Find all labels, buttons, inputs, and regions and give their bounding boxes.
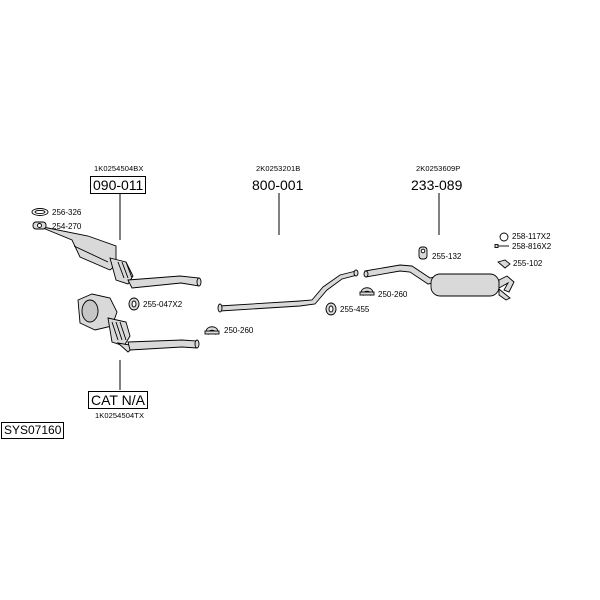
- catalytic-converter-lower: [77, 293, 200, 353]
- ring-icon: [499, 232, 509, 242]
- part-label[interactable]: 255-455: [340, 305, 370, 314]
- middle-pipe: [217, 269, 359, 313]
- part-label[interactable]: 250-260: [378, 290, 408, 299]
- part-code-box[interactable]: CAT N/A: [88, 391, 148, 409]
- part-label[interactable]: 254-270: [52, 222, 82, 231]
- part-label[interactable]: 250-260: [224, 326, 254, 335]
- part-label[interactable]: 255-102: [513, 259, 543, 268]
- reference-number: 1K0254504TX: [95, 411, 145, 420]
- part-label[interactable]: 255-047X2: [143, 300, 183, 309]
- rear-silencer: [363, 264, 515, 301]
- reference-number: 2K0253201B: [256, 164, 301, 173]
- bracket-icon: [497, 259, 511, 269]
- reference-number: 2K0253609P: [416, 164, 461, 173]
- part-label[interactable]: 258-117X2: [512, 232, 551, 241]
- part-code[interactable]: 233-089: [411, 177, 463, 193]
- part-label[interactable]: 255-132: [432, 252, 462, 261]
- part-label[interactable]: 256-326: [52, 208, 82, 217]
- catalytic-converter-upper: [37, 225, 202, 289]
- part-code-box[interactable]: 090-011: [90, 176, 147, 194]
- reference-number: 1K0254504BX: [94, 164, 144, 173]
- gasket-icon: [34, 209, 46, 215]
- system-id-label: SYS07160: [1, 422, 65, 439]
- part-code[interactable]: 800-001: [252, 177, 304, 193]
- part-label[interactable]: 258-816X2: [512, 242, 552, 251]
